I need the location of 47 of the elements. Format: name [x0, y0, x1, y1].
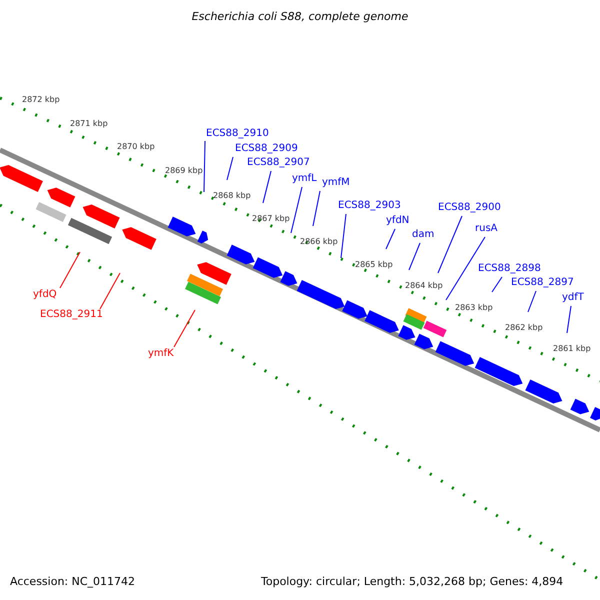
gene-label: ECS88_2910	[206, 128, 269, 140]
gene-label: ECS88_2897	[511, 277, 574, 289]
footer-text: Accession: NC_011742	[10, 576, 136, 588]
leader-line	[312, 190, 320, 226]
gene-label: ymfM	[322, 177, 350, 189]
gene-label: ydfT	[562, 292, 584, 304]
footer-text: Topology: circular; Length: 5,032,268 bp; Genes: 4,894	[261, 576, 564, 588]
leader-line	[528, 290, 536, 312]
scale-label: 2872 kbp	[22, 94, 60, 106]
scale-label: 2862 kbp	[505, 322, 543, 334]
leader-line	[566, 306, 572, 334]
gene-label: rusA	[475, 223, 498, 235]
gene-label: ymfK	[148, 348, 174, 360]
gene-label: yfdN	[386, 215, 410, 227]
gene-label: ECS88_2909	[235, 143, 298, 155]
leader-line	[60, 252, 80, 288]
leader-line	[290, 186, 302, 234]
title: Escherichia coli S88, complete genome	[190, 11, 410, 23]
leader-line	[204, 140, 206, 192]
gene-label: ECS88_2911	[40, 309, 103, 321]
scale-label: 2865 kbp	[355, 259, 393, 271]
leader-line	[408, 242, 420, 270]
leader-line	[386, 228, 396, 250]
gene-label: ECS88_2903	[338, 200, 401, 212]
gene-label: dam	[412, 229, 434, 241]
gene-label: ymfL	[292, 173, 317, 185]
scale-label: 2861 kbp	[553, 343, 591, 355]
scale-label: 2869 kbp	[165, 165, 203, 177]
leader-line	[174, 310, 196, 348]
leader-line	[340, 214, 346, 258]
gene-label: ECS88_2907	[247, 157, 310, 169]
gene-label: yfdQ	[33, 289, 57, 301]
gene-label: ECS88_2900	[438, 202, 501, 214]
scale-label: 2866 kbp	[300, 236, 338, 248]
scale-label: 2863 kbp	[455, 302, 493, 314]
leader-line	[226, 156, 234, 180]
leader-line	[262, 170, 272, 204]
leader-line	[100, 272, 120, 310]
scale-label: 2864 kbp	[405, 280, 443, 292]
scale-label: 2870 kbp	[117, 141, 155, 153]
scale-label: 2867 kbp	[252, 213, 290, 225]
leader-line	[446, 236, 486, 300]
leader-line	[438, 216, 462, 274]
leader-line	[492, 276, 502, 292]
scale-label: 2871 kbp	[70, 118, 108, 130]
scale-label: 2868 kbp	[213, 190, 251, 202]
gene-label: ECS88_2898	[478, 263, 541, 275]
